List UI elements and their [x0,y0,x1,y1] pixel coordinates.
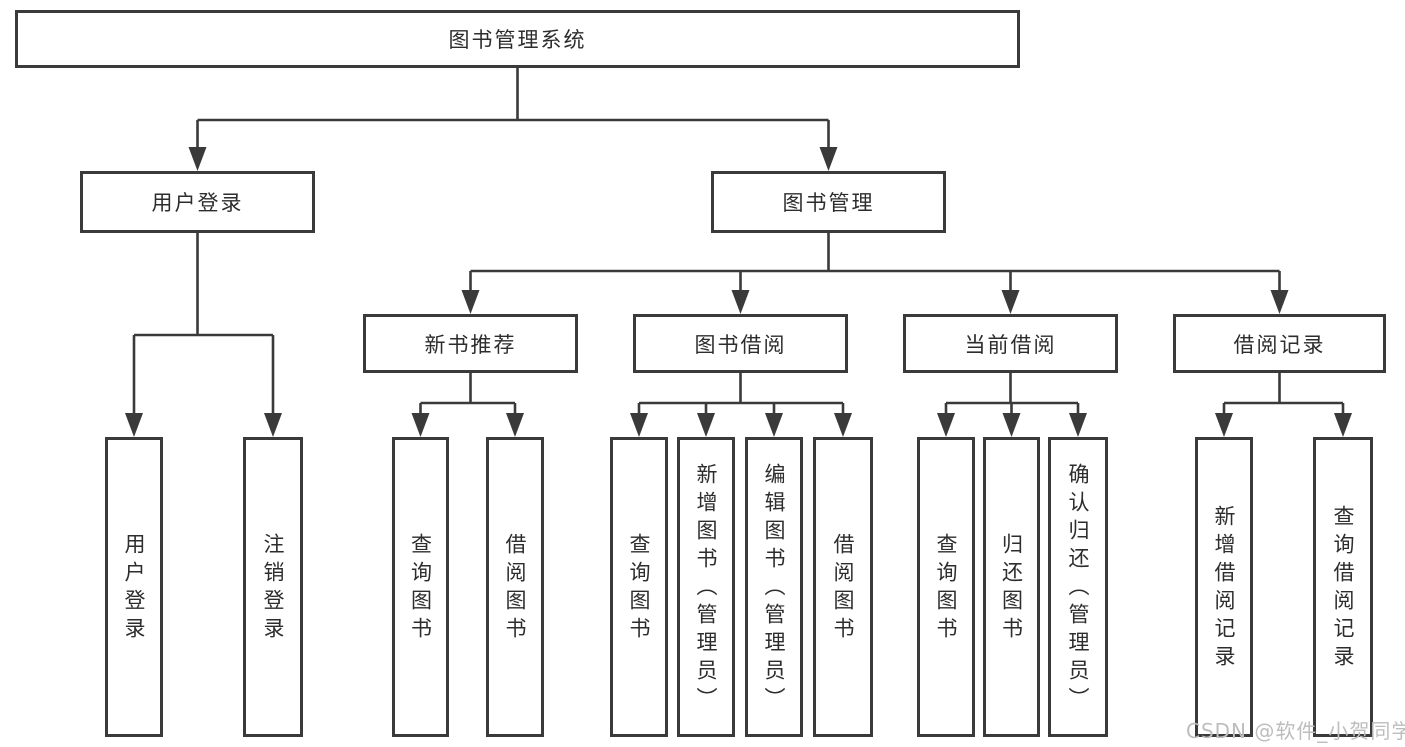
leaf-borrow-query-books: 查询图书 [610,437,668,737]
leaf-borrow-edit-books-admin-label: 编辑图书（管理员） [762,463,786,715]
leaf-borrow-borrow-books-label: 借阅图书 [831,533,855,645]
node-borrow-records-label: 借阅记录 [1233,332,1326,357]
leaf-newbook-query-books-label: 查询图书 [408,533,433,645]
leaf-borrow-add-books-admin: 新增图书（管理员） [677,437,735,737]
leaf-current-confirm-return-admin-label: 确认归还（管理员） [1066,463,1090,715]
leaf-current-query-books: 查询图书 [917,437,975,737]
node-current-borrow: 当前借阅 [903,314,1118,373]
node-root: 图书管理系统 [15,10,1020,68]
leaf-newbook-query-books: 查询图书 [392,437,449,737]
node-new-book-recommend-label: 新书推荐 [424,332,517,357]
leaf-borrow-borrow-books: 借阅图书 [813,437,873,737]
leaf-newbook-borrow-books-label: 借阅图书 [503,533,527,645]
connector-line-group [132,68,1345,419]
leaf-current-return-books: 归还图书 [983,437,1040,737]
leaf-current-return-books-label: 归还图书 [999,533,1024,645]
leaf-records-add-borrow-record-label: 新增借阅记录 [1212,505,1236,673]
leaf-current-query-books-label: 查询图书 [934,533,958,645]
node-book-management: 图书管理 [711,171,946,233]
leaf-borrow-query-books-label: 查询图书 [627,533,651,645]
leaf-logout-label: 注销登录 [261,533,285,645]
node-user-login-label: 用户登录 [151,191,244,215]
node-user-login: 用户登录 [80,171,315,233]
leaf-borrow-edit-books-admin: 编辑图书（管理员） [745,437,803,737]
leaf-borrow-add-books-admin-label: 新增图书（管理员） [694,463,718,715]
node-book-borrow: 图书借阅 [633,314,848,373]
node-root-label: 图书管理系统 [448,28,587,52]
node-new-book-recommend: 新书推荐 [363,314,578,373]
csdn-watermark: CSDN @软件_小贺同学 [1186,719,1405,743]
leaf-logout: 注销登录 [243,437,303,737]
node-book-borrow-label: 图书借阅 [694,332,787,357]
node-book-management-label: 图书管理 [782,191,875,215]
leaf-newbook-borrow-books: 借阅图书 [486,437,544,737]
leaf-records-query-borrow-record-label: 查询借阅记录 [1331,505,1355,673]
leaf-current-confirm-return-admin: 确认归还（管理员） [1048,437,1108,737]
leaf-user-login-label: 用户登录 [122,533,146,645]
arrowheads [125,147,1352,437]
node-current-borrow-label: 当前借阅 [964,332,1057,357]
node-borrow-records: 借阅记录 [1173,314,1386,373]
leaf-records-query-borrow-record: 查询借阅记录 [1313,437,1373,737]
leaf-user-login: 用户登录 [105,437,163,737]
leaf-records-add-borrow-record: 新增借阅记录 [1195,437,1253,737]
